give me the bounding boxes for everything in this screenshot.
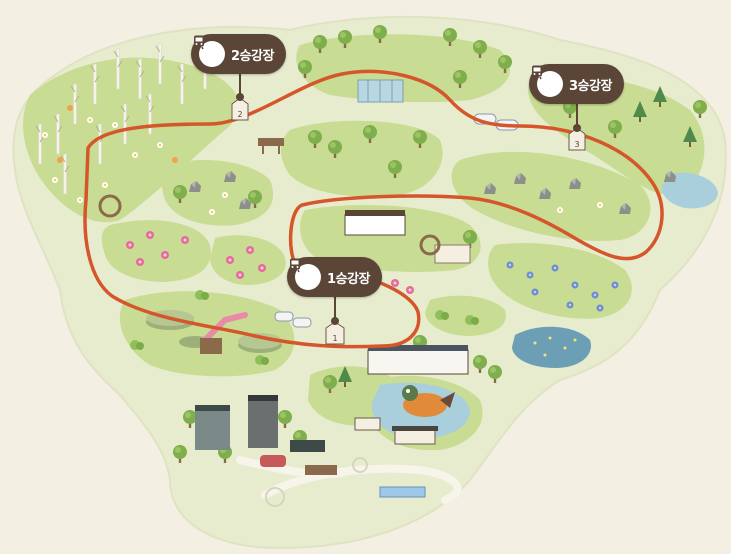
buildings bbox=[195, 79, 471, 498]
tram-icon bbox=[290, 258, 321, 290]
station-1-pin bbox=[331, 296, 339, 325]
pink-bridge bbox=[200, 312, 248, 354]
station-2-badge[interactable]: 2승강장 bbox=[191, 34, 286, 74]
birch-forest bbox=[35, 43, 210, 203]
waterwheels bbox=[98, 194, 441, 256]
station-1-label: 1승강장 bbox=[327, 271, 370, 287]
station-1-badge[interactable]: 1승강장 bbox=[287, 257, 382, 297]
mandarin-duck-sculpture bbox=[402, 385, 455, 417]
path-circle bbox=[265, 487, 285, 507]
station-3-label: 3승강장 bbox=[569, 78, 612, 94]
station-3-pin bbox=[573, 103, 581, 132]
tram-icon bbox=[194, 35, 225, 67]
station-signposts: 2 3 1 bbox=[231, 97, 586, 345]
tram-icon bbox=[532, 65, 563, 97]
path-circle bbox=[352, 457, 368, 473]
station-2-pin bbox=[236, 70, 244, 101]
station-signpost-2: 2 bbox=[231, 97, 249, 121]
svg-text:2: 2 bbox=[237, 110, 242, 119]
station-3-badge[interactable]: 3승강장 bbox=[529, 64, 624, 104]
station-2-label: 2승강장 bbox=[231, 48, 274, 64]
svg-text:1: 1 bbox=[332, 334, 337, 343]
station-signpost-3: 3 bbox=[568, 127, 586, 151]
tram-route bbox=[83, 69, 664, 349]
svg-text:3: 3 bbox=[574, 140, 579, 149]
walkways bbox=[236, 456, 462, 504]
station-signpost-1: 1 bbox=[325, 321, 345, 345]
